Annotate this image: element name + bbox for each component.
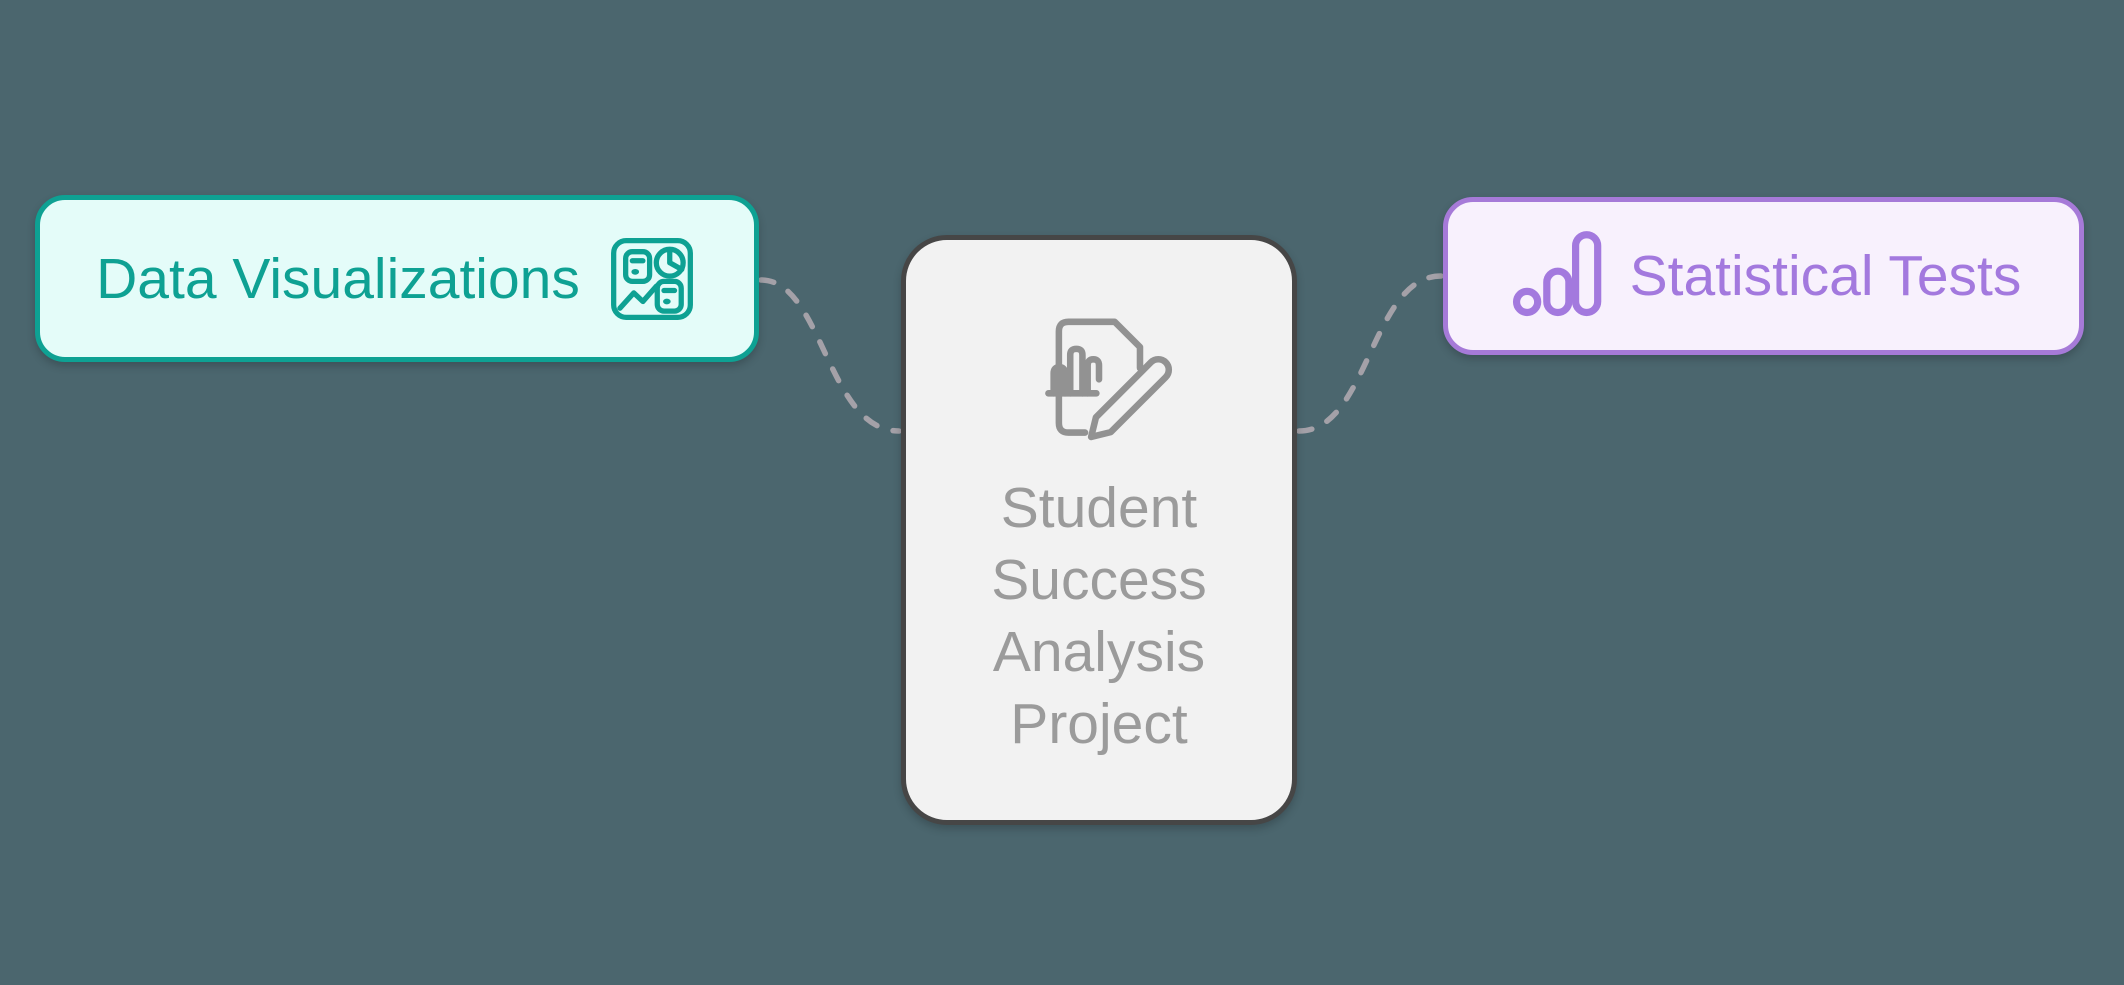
connector-left-to-center: [758, 277, 902, 434]
document-edit-chart-icon: [1024, 300, 1174, 450]
node-data-visualizations[interactable]: Data Visualizations: [35, 195, 759, 362]
node-data-visualizations-label: Data Visualizations: [96, 246, 580, 311]
node-student-success-analysis-project-label: Student Success Analysis Project: [991, 476, 1207, 756]
connector-center-to-right: [1296, 273, 1444, 434]
node-student-success-analysis-project[interactable]: Student Success Analysis Project: [901, 235, 1297, 825]
dashboard-charts-icon: [606, 233, 698, 325]
node-statistical-tests[interactable]: Statistical Tests: [1443, 197, 2084, 355]
node-statistical-tests-label: Statistical Tests: [1629, 244, 2022, 308]
analytics-bars-icon: [1506, 228, 1602, 324]
